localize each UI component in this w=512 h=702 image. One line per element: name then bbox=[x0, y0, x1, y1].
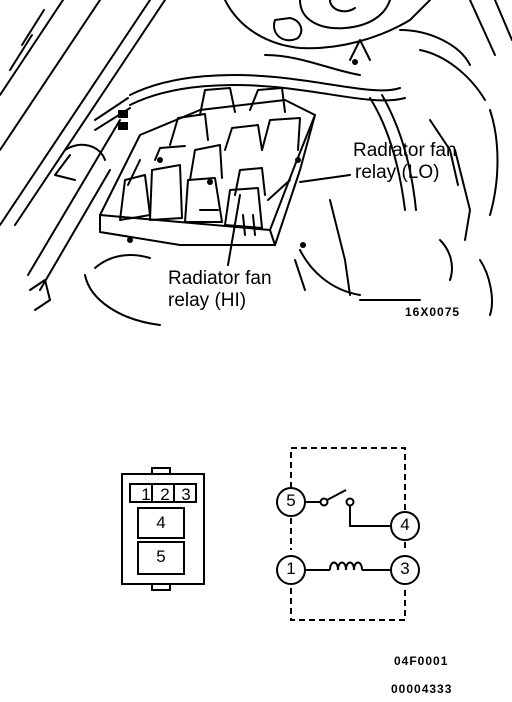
callout-radiator-fan-relay-lo: Radiator fan relay (LO) bbox=[353, 140, 457, 184]
callout-hi-line-2: relay (HI) bbox=[168, 290, 247, 311]
connector-terminal-3: 3 bbox=[181, 485, 191, 504]
relay-connector-diagram bbox=[121, 467, 205, 591]
document-number: 00004333 bbox=[391, 682, 453, 696]
callout-radiator-fan-relay-hi: Radiator fan relay (HI) bbox=[168, 268, 272, 312]
callout-lo-line-1: Radiator fan bbox=[353, 140, 457, 161]
schematic-terminal-4: 4 bbox=[400, 515, 410, 534]
schematic-terminal-3: 3 bbox=[400, 559, 410, 578]
connector-terminal-1: 1 bbox=[141, 485, 151, 504]
engine-bay-illustration bbox=[0, 0, 512, 326]
relay-schematic-diagram bbox=[276, 447, 420, 621]
callout-lo-line-2: relay (LO) bbox=[355, 162, 440, 183]
engine-bay-figure-code: 16X0075 bbox=[405, 305, 461, 319]
connector-terminal-5: 5 bbox=[156, 547, 166, 566]
connector-terminal-2: 2 bbox=[160, 485, 170, 504]
schematic-terminal-5: 5 bbox=[286, 491, 296, 510]
schematic-terminal-1: 1 bbox=[286, 559, 296, 578]
connector-terminal-4: 4 bbox=[156, 513, 166, 532]
schematic-figure-code: 04F0001 bbox=[394, 654, 449, 668]
callout-hi-line-1: Radiator fan bbox=[168, 268, 272, 289]
